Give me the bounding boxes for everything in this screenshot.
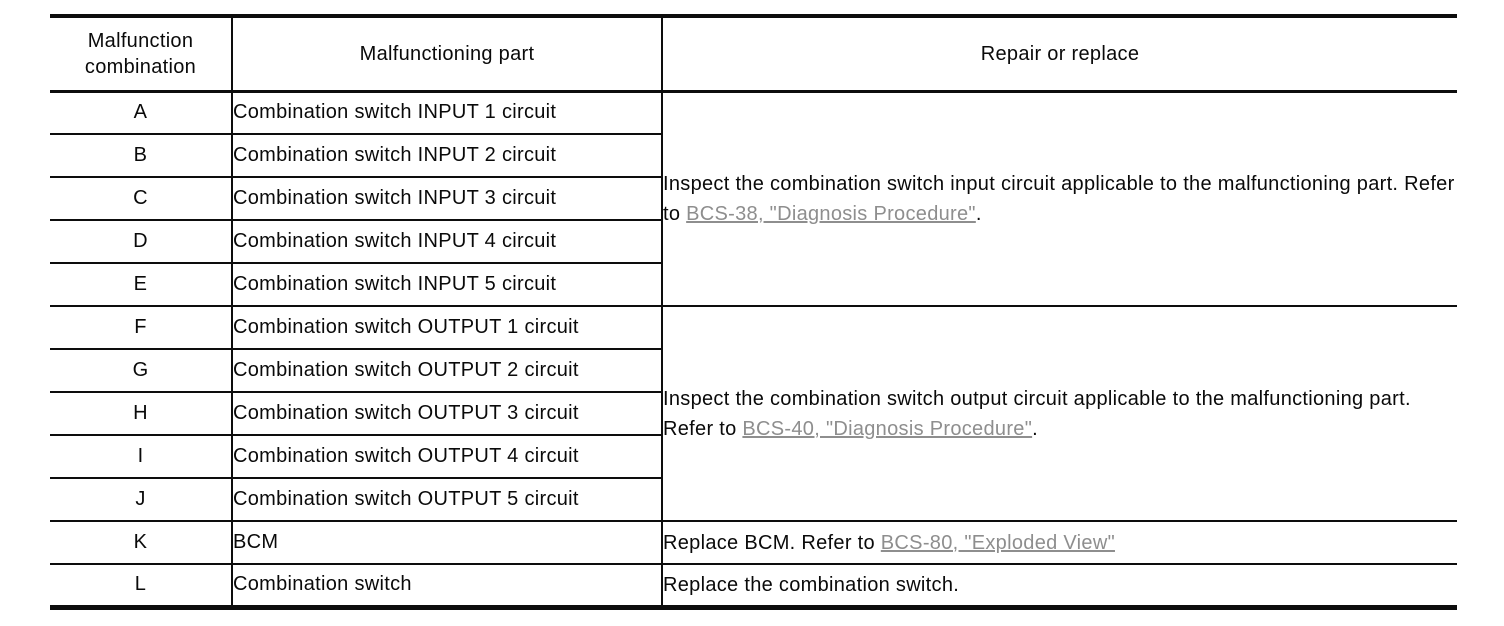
combo-cell: C bbox=[50, 176, 233, 221]
combo-cell: E bbox=[50, 262, 233, 307]
header-row: Malfunction combination Malfunctioning p… bbox=[50, 16, 1457, 93]
table-row-d: D Combination switch INPUT 4 circuit bbox=[50, 219, 1457, 264]
repair-text-input-after: . bbox=[975, 202, 982, 225]
repair-cell-input-circuits: Inspect the combination switch input cir… bbox=[661, 90, 1457, 307]
part-cell: Combination switch INPUT 1 circuit bbox=[231, 90, 663, 135]
repair-text-output-after: . bbox=[1032, 417, 1038, 440]
part-cell: Combination switch OUTPUT 5 circuit bbox=[231, 477, 662, 522]
repair-text-output-before: Inspect the combination switch output ci… bbox=[663, 387, 1411, 440]
repair-cell-bcm: Replace BCM. Refer to BCS-80, "Exploded … bbox=[661, 520, 1457, 565]
link-bcs-38-diagnosis-procedure[interactable]: BCS-38, "Diagnosis Procedure" bbox=[686, 202, 976, 225]
table-row-j: J Combination switch OUTPUT 5 circuit bbox=[50, 477, 1457, 522]
part-cell: Combination switch INPUT 2 circuit bbox=[231, 133, 662, 178]
combo-cell: H bbox=[50, 391, 233, 436]
table-row-e: E Combination switch INPUT 5 circuit bbox=[50, 262, 1457, 307]
part-cell: BCM bbox=[231, 520, 663, 565]
repair-cell-combination-switch: Replace the combination switch. bbox=[661, 563, 1457, 608]
column-header-malfunction-combination: Malfunction combination bbox=[50, 16, 233, 93]
repair-text-bcm-before: Replace BCM. Refer to bbox=[663, 531, 881, 554]
combo-cell: A bbox=[50, 90, 233, 135]
part-cell: Combination switch OUTPUT 2 circuit bbox=[231, 348, 662, 393]
table-row-g: G Combination switch OUTPUT 2 circuit bbox=[50, 348, 1457, 393]
part-cell: Combination switch bbox=[231, 563, 663, 608]
repair-cell-output-circuits: Inspect the combination switch output ci… bbox=[661, 305, 1457, 522]
column-header-repair-or-replace: Repair or replace bbox=[661, 16, 1457, 93]
combo-cell: I bbox=[50, 434, 233, 479]
column-header-malfunctioning-part: Malfunctioning part bbox=[231, 16, 663, 93]
combo-cell: K bbox=[50, 520, 233, 565]
link-bcs-80-exploded-view[interactable]: BCS-80, "Exploded View" bbox=[880, 531, 1115, 554]
part-cell: Combination switch OUTPUT 4 circuit bbox=[231, 434, 662, 479]
column-header-malfunction-combination-label: Malfunction combination bbox=[84, 29, 197, 78]
diagnosis-table-wrap: Malfunction combination Malfunctioning p… bbox=[50, 14, 1457, 610]
table-row-i: I Combination switch OUTPUT 4 circuit bbox=[50, 434, 1457, 479]
table-row-c: C Combination switch INPUT 3 circuit bbox=[50, 176, 1457, 221]
link-bcs-40-diagnosis-procedure[interactable]: BCS-40, "Diagnosis Procedure" bbox=[742, 417, 1033, 440]
repair-text-input-before: Inspect the combination switch input cir… bbox=[663, 172, 1455, 225]
combo-cell: L bbox=[50, 563, 233, 608]
table-row-b: B Combination switch INPUT 2 circuit bbox=[50, 133, 1457, 178]
combo-cell: D bbox=[50, 219, 233, 264]
combo-cell: G bbox=[50, 348, 233, 393]
part-cell: Combination switch OUTPUT 1 circuit bbox=[231, 305, 663, 350]
part-cell: Combination switch INPUT 5 circuit bbox=[231, 262, 662, 307]
table-row-l: L Combination switch Replace the combina… bbox=[50, 563, 1457, 608]
table-row-a: A Combination switch INPUT 1 circuit Ins… bbox=[50, 90, 1457, 307]
part-cell: Combination switch INPUT 3 circuit bbox=[231, 176, 662, 221]
table-row-h: H Combination switch OUTPUT 3 circuit bbox=[50, 391, 1457, 436]
table-row-f: F Combination switch OUTPUT 1 circuit In… bbox=[50, 305, 1457, 522]
combo-cell: B bbox=[50, 133, 233, 178]
malfunction-diagnosis-table: Malfunction combination Malfunctioning p… bbox=[50, 14, 1457, 610]
part-cell: Combination switch INPUT 4 circuit bbox=[231, 219, 662, 264]
table-row-k: K BCM Replace BCM. Refer to BCS-80, "Exp… bbox=[50, 520, 1457, 565]
part-cell: Combination switch OUTPUT 3 circuit bbox=[231, 391, 662, 436]
combo-cell: J bbox=[50, 477, 233, 522]
combo-cell: F bbox=[50, 305, 233, 350]
